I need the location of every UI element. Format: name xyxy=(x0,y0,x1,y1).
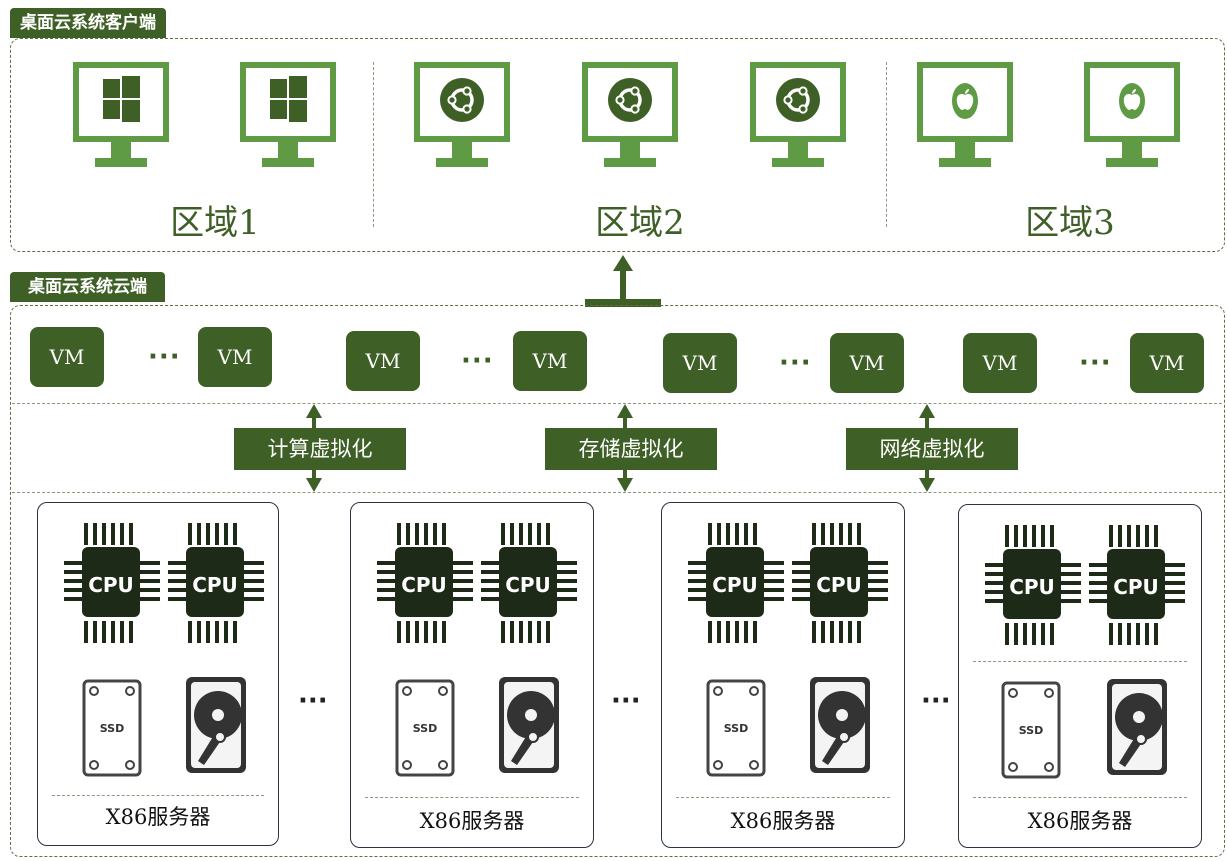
svg-text:CPU: CPU xyxy=(401,573,447,597)
windows-monitor-icon xyxy=(240,62,336,170)
cpu-chip-icon: CPU xyxy=(481,523,577,643)
svg-text:SSD: SSD xyxy=(413,722,437,735)
vm-ellipsis: ··· xyxy=(779,348,812,378)
server-ellipsis: ··· xyxy=(298,686,328,716)
server-divider xyxy=(973,797,1187,798)
windows-monitor-icon xyxy=(73,62,169,170)
svg-text:CPU: CPU xyxy=(1113,575,1159,599)
ssd-drive-icon: SSD xyxy=(1001,681,1061,779)
vm-box: VM xyxy=(663,333,737,393)
svg-text:CPU: CPU xyxy=(816,573,862,597)
x86-server: CPU CPU SSD X86服务器 xyxy=(958,504,1202,848)
cpu-chip-icon: CPU xyxy=(985,525,1081,645)
hard-disk-icon xyxy=(809,676,871,774)
vm-ellipsis: ··· xyxy=(461,346,494,376)
vm-box: VM xyxy=(198,327,272,387)
vm-ellipsis: ··· xyxy=(1079,348,1112,378)
apple-monitor-icon xyxy=(1084,62,1180,170)
svg-text:SSD: SSD xyxy=(1019,724,1043,737)
vm-box: VM xyxy=(830,333,904,393)
cpu-chip-icon: CPU xyxy=(377,523,473,643)
server-ellipsis: ··· xyxy=(611,686,641,716)
cpu-chip-icon: CPU xyxy=(64,523,160,643)
hardware-layer-divider xyxy=(12,492,1222,493)
hard-disk-icon xyxy=(498,676,560,774)
svg-text:SSD: SSD xyxy=(724,722,748,735)
client-section-tab: 桌面云系统客户端 xyxy=(10,8,166,38)
ssd-drive-icon: SSD xyxy=(706,679,766,777)
x86-server: CPU CPU SSD X86服务器 xyxy=(661,502,905,848)
region-2-label: 区域2 xyxy=(595,203,685,243)
compute-virtualization-label: 计算虚拟化 xyxy=(234,428,406,470)
svg-text:CPU: CPU xyxy=(712,573,758,597)
hard-disk-icon xyxy=(185,676,247,774)
x86-server: CPU CPU SSD X86服务器 xyxy=(350,502,594,848)
up-arrow-icon xyxy=(585,255,661,307)
server-label: X86服务器 xyxy=(105,805,211,829)
vm-box: VM xyxy=(346,331,420,391)
server-label: X86服务器 xyxy=(730,809,836,833)
svg-text:CPU: CPU xyxy=(192,573,238,597)
ssd-drive-icon: SSD xyxy=(82,679,142,777)
vm-box: VM xyxy=(963,333,1037,393)
cloud-section-tab: 桌面云系统云端 xyxy=(10,272,165,302)
vm-box: VM xyxy=(513,331,587,391)
hard-disk-icon xyxy=(1106,678,1168,776)
apple-monitor-icon xyxy=(917,62,1013,170)
server-label: X86服务器 xyxy=(419,809,525,833)
vm-box: VM xyxy=(30,327,104,387)
server-divider xyxy=(52,795,264,796)
region-divider-2 xyxy=(886,62,887,227)
ubuntu-monitor-icon xyxy=(750,62,846,170)
cpu-chip-icon: CPU xyxy=(168,523,264,643)
cpu-chip-icon: CPU xyxy=(688,523,784,643)
server-ellipsis: ··· xyxy=(921,686,951,716)
svg-text:CPU: CPU xyxy=(88,573,134,597)
vm-layer-divider xyxy=(12,403,1222,404)
ubuntu-monitor-icon xyxy=(414,62,510,170)
server-label: X86服务器 xyxy=(1027,809,1133,833)
cpu-chip-icon: CPU xyxy=(1089,525,1185,645)
ssd-drive-icon: SSD xyxy=(395,679,455,777)
region-1-label: 区域1 xyxy=(170,203,260,243)
vm-box: VM xyxy=(1130,333,1204,393)
client-panel xyxy=(10,38,1225,252)
ubuntu-monitor-icon xyxy=(582,62,678,170)
cpu-chip-icon: CPU xyxy=(792,523,888,643)
region-3-label: 区域3 xyxy=(1025,203,1115,243)
network-virtualization-label: 网络虚拟化 xyxy=(846,428,1018,470)
storage-virtualization-label: 存储虚拟化 xyxy=(545,428,717,470)
x86-server: CPU CPU SSD X86服务器 xyxy=(37,502,279,846)
server-divider xyxy=(676,797,890,798)
svg-text:CPU: CPU xyxy=(1009,575,1055,599)
cloud-panel xyxy=(10,305,1225,857)
svg-text:SSD: SSD xyxy=(100,722,124,735)
region-divider-1 xyxy=(373,62,374,227)
svg-text:CPU: CPU xyxy=(505,573,551,597)
server-divider xyxy=(365,797,579,798)
vm-ellipsis: ··· xyxy=(148,342,181,372)
server-divider xyxy=(973,661,1187,662)
